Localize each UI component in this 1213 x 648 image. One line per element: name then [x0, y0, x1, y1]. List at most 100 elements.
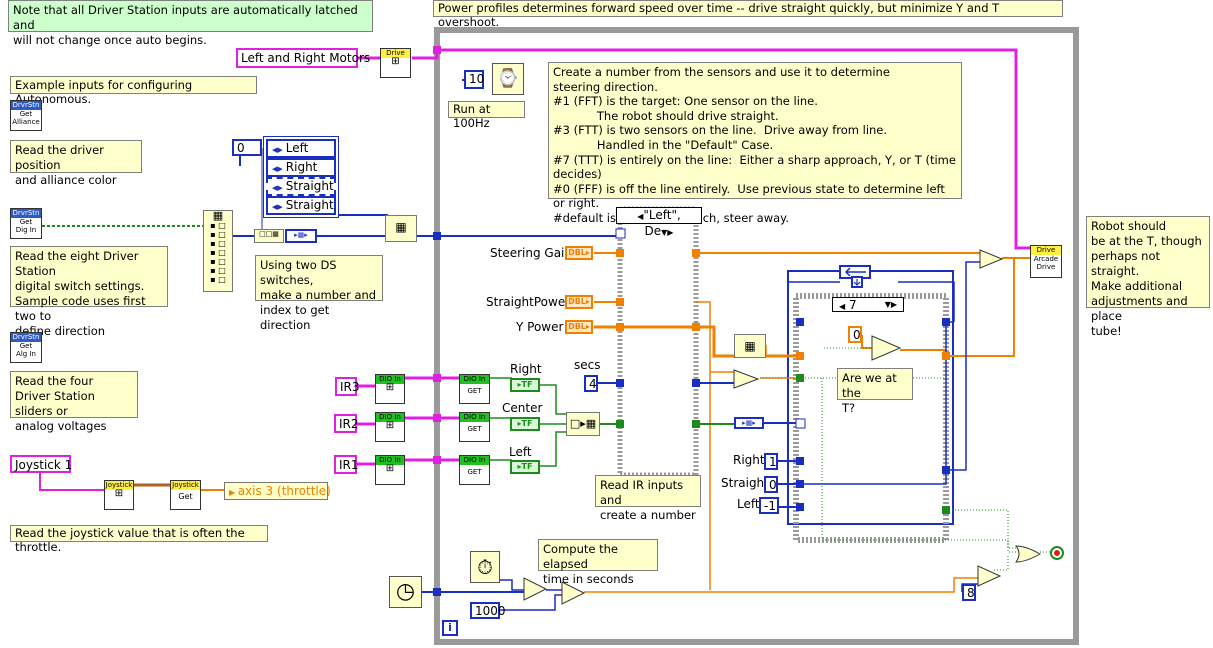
multiply-steering: [979, 249, 1004, 269]
or-gate: [1015, 545, 1042, 563]
y-power-control[interactable]: DBL▸: [565, 320, 593, 334]
label-left: Left: [509, 445, 532, 459]
ir3-control[interactable]: IR3: [335, 377, 360, 396]
enum-item-left[interactable]: ◀▶Left: [266, 139, 336, 158]
enum-item-label: Left: [285, 141, 309, 155]
start-time-node[interactable]: ◷: [389, 576, 422, 608]
compare-greater-t: [871, 335, 902, 361]
dio-in-ref-ir3[interactable]: DIO In⊞: [375, 374, 405, 404]
t-compare-constant[interactable]: 0: [848, 326, 862, 343]
enum-array-index[interactable]: 0: [232, 139, 262, 156]
note-at-t: Are we at the T?: [837, 368, 913, 415]
straight-value-constant[interactable]: 0: [764, 476, 778, 493]
dio-in-header: DIO In: [376, 413, 404, 422]
outer-case-structure: [617, 206, 699, 478]
left-value-constant[interactable]: -1: [759, 497, 779, 514]
note-example-inputs: Example inputs for configuring Autonomou…: [10, 76, 257, 106]
dio-get-label: GET: [467, 387, 482, 395]
enum-item-straight-1[interactable]: ◀▶Straight: [266, 177, 336, 196]
ref-icon: ⊞: [385, 420, 395, 431]
joystick-get-label: Get: [178, 492, 193, 501]
label-straight-power: StraightPower: [486, 295, 571, 309]
dbl-label: DBL: [568, 322, 586, 331]
iteration-terminal: i: [442, 620, 458, 636]
wait-ms-node[interactable]: ⌚: [492, 63, 524, 95]
bool-to-number-node[interactable]: □□▦: [254, 229, 284, 243]
tick-count-node[interactable]: ⏱: [470, 551, 500, 583]
drvrstn-header: DrvrStn: [11, 209, 41, 218]
dio-get-ir2[interactable]: DIO In GET: [459, 412, 490, 442]
dbl-arrow-icon: ▸: [585, 322, 590, 331]
unbundle-switches-node[interactable]: ▦▪ □▪ □▪ □▪ □▪ □▪ □▪ □: [203, 210, 233, 292]
dio-in-ref-ir1[interactable]: DIO In⊞: [375, 455, 405, 485]
compare-greater-eight: [977, 565, 1002, 587]
enum-arrows-icon: ◀▶: [272, 203, 283, 211]
convert-icon: ▸▦▸: [742, 419, 756, 427]
label-secs: secs: [574, 358, 601, 372]
joystick-ref-node[interactable]: Joystick⊞: [104, 480, 134, 510]
ref-icon: ⊞: [385, 463, 395, 474]
clock-icon: ◷: [395, 579, 416, 604]
left-right-motors-control[interactable]: Left and Right Motors: [236, 48, 370, 68]
tf-arrow-icon: ▸: [517, 380, 522, 389]
dio-in-ref-ir2[interactable]: DIO In⊞: [375, 412, 405, 442]
build-bool-array-node[interactable]: □▸▦: [566, 412, 600, 436]
tf-label: TF: [521, 462, 533, 471]
note-driver-position: Read the driver position and alliance co…: [10, 140, 142, 187]
drive-node-header: Drive: [381, 49, 410, 58]
tf-label: TF: [521, 419, 533, 428]
right-value-constant[interactable]: 1: [764, 453, 778, 470]
build-array-steering-node[interactable]: ▦: [734, 334, 766, 358]
outer-case-selector[interactable]: ◀"Left", De▼▶: [616, 207, 702, 238]
inner-case-selector[interactable]: ◀ 7▼▶: [832, 297, 904, 312]
note-run-at: Run at 100Hz: [448, 101, 525, 130]
dio-in-header: DIO In: [460, 413, 489, 422]
dio-in-header: DIO In: [376, 375, 404, 384]
ref-icon: ⊞: [114, 488, 124, 499]
enum-item-straight-2[interactable]: ◀▶Straight: [266, 196, 336, 215]
convert-icon: ▸▦▸: [294, 231, 308, 239]
index-array-node[interactable]: ▦: [385, 215, 417, 242]
inner-case-structure: [793, 293, 949, 543]
note-joystick-value: Read the joystick value that is often th…: [10, 525, 268, 554]
secs-constant[interactable]: 4: [584, 375, 598, 392]
outer-case-selector-label: "Left", De: [643, 208, 681, 238]
note-robot-should: Robot should be at the T, though perhaps…: [1086, 216, 1210, 338]
label-right: Right: [510, 362, 542, 376]
array-to-number-node[interactable]: ▸▦▸: [285, 229, 317, 243]
ms-divisor-constant[interactable]: 1000: [470, 602, 506, 619]
axis3-indicator: ▶ axis 3 (throttle): [224, 482, 331, 500]
case-decrement-icon: ◀: [637, 212, 644, 221]
drvrstn-header: DrvrStn: [11, 101, 41, 110]
tf-arrow-icon: ▸: [517, 419, 522, 428]
loop-rate-constant[interactable]: 10: [464, 70, 484, 89]
dio-get-label: GET: [467, 425, 482, 433]
eight-constant[interactable]: 8: [962, 584, 976, 601]
label-steering-gain: Steering Gain: [490, 246, 572, 260]
enum-item-right[interactable]: ◀▶Right: [266, 158, 336, 177]
straight-power-control[interactable]: DBL▸: [565, 295, 593, 309]
label-case-right: Right: [733, 453, 765, 467]
center-indicator: ▸TF: [510, 417, 540, 431]
ir1-control[interactable]: IR1: [334, 455, 359, 474]
note-four-sliders: Read the four Driver Station sliders or …: [10, 371, 138, 433]
get-alg-in-label: Get Alg In: [16, 342, 36, 358]
ir2-control[interactable]: IR2: [334, 414, 359, 433]
label-y-power: Y Power: [516, 320, 564, 334]
note-eight-switches: Read the eight Driver Station digital sw…: [10, 246, 168, 338]
note-ir-inputs: Read IR inputs and create a number: [595, 475, 701, 522]
steering-gain-control[interactable]: DBL▸: [565, 246, 593, 260]
build-array-icon: □□▦: [259, 230, 279, 238]
drive-node[interactable]: Drive⊞: [380, 48, 411, 78]
enum-item-label: Right: [285, 160, 318, 174]
bool-array-to-number-node[interactable]: ▸▦▸: [734, 417, 764, 429]
joystick1-control[interactable]: Joystick 1: [10, 455, 72, 473]
iteration-label: i: [448, 621, 452, 634]
